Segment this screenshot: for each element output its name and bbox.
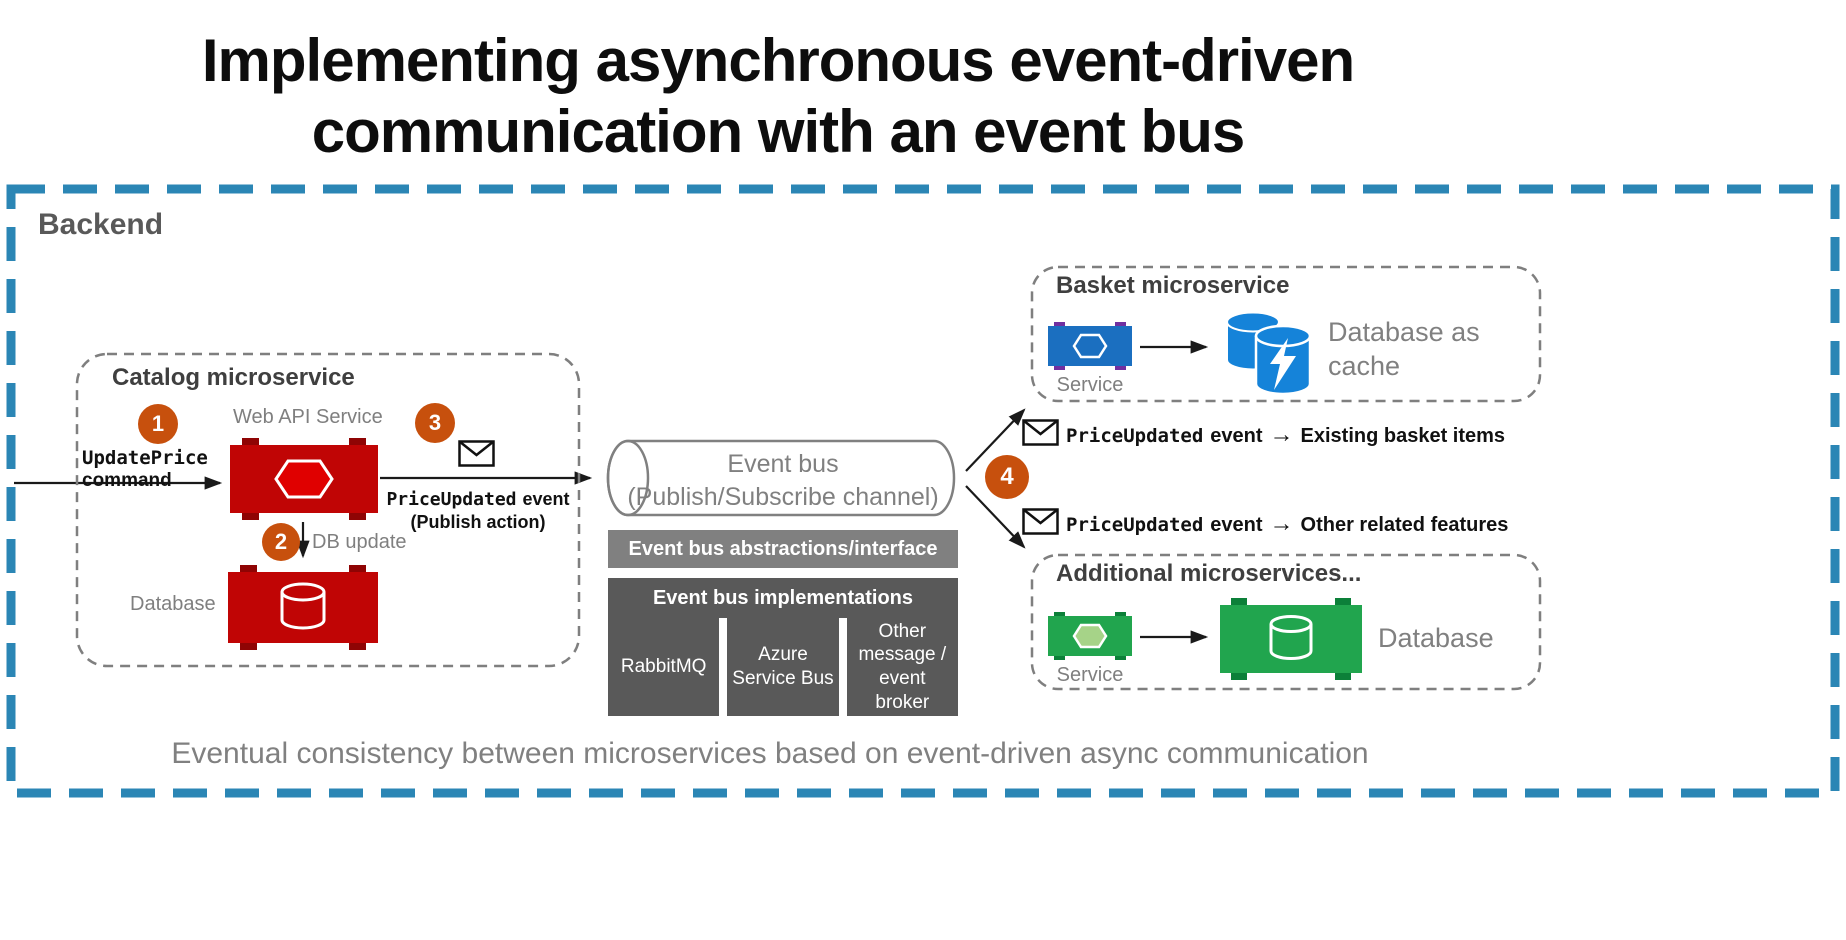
catalog-service-icon	[230, 438, 378, 520]
step-badge-3: 3	[415, 403, 455, 443]
event-bus-cylinder	[606, 439, 956, 517]
event-bus-abstractions-bar: Event bus abstractions/interface	[608, 530, 958, 568]
message-target: Existing basket items	[1300, 425, 1506, 447]
lightning-bolt-icon	[1270, 338, 1296, 390]
additional-title: Additional microservices...	[1056, 560, 1362, 587]
arrow-fanout-basket	[965, 408, 1026, 472]
step-badge-1: 1	[138, 404, 178, 444]
additional-service-label: Service	[1056, 664, 1124, 686]
hexagon-icon	[1072, 623, 1108, 649]
backend-region-border	[6, 184, 1840, 798]
implementations-columns: RabbitMQ Azure Service Bus Other message…	[608, 618, 958, 716]
catalog-database-icon	[228, 565, 378, 650]
basket-microservice-box	[1030, 265, 1542, 403]
page-title-line1: Implementing asynchronous event-driven	[201, 27, 1355, 94]
step-badge-2: 2	[262, 523, 300, 561]
price-updated-publish-label: PriceUpdated event (Publish action)	[378, 488, 578, 535]
fanout-message-basket: PriceUpdated event → Existing basket ite…	[1066, 421, 1505, 449]
publish-action-label: (Publish action)	[410, 512, 546, 533]
arrow-fanout-additional	[965, 485, 1026, 549]
envelope-icon	[1022, 508, 1059, 535]
database-cylinder-icon	[1269, 615, 1313, 660]
event-word: event	[522, 489, 570, 509]
additional-microservices-box	[1030, 553, 1542, 691]
right-arrow-icon: →	[1269, 510, 1294, 537]
event-bus-label: Event bus (Publish/Subscribe channel)	[618, 446, 948, 513]
update-price-command-label: UpdatePrice command	[82, 447, 208, 493]
page-title-line2: communication with an event bus	[311, 97, 1245, 165]
event-word: event	[1210, 514, 1263, 536]
db-update-label: DB update	[312, 531, 407, 553]
event-bus-label-line1: Event bus	[727, 450, 839, 478]
envelope-icon	[1022, 419, 1059, 446]
backend-label: Backend	[38, 208, 164, 241]
impl-column-rabbitmq: RabbitMQ	[608, 618, 720, 716]
event-word: event	[1210, 425, 1263, 447]
step-badge-4: 4	[985, 455, 1029, 499]
hexagon-icon	[274, 459, 334, 499]
price-updated-code: PriceUpdated	[386, 489, 517, 510]
price-updated-code: PriceUpdated	[1066, 514, 1204, 536]
command-word: command	[82, 469, 172, 491]
envelope-icon	[458, 440, 495, 467]
basket-service-label: Service	[1056, 374, 1124, 396]
footer-note: Eventual consistency between microservic…	[171, 737, 1369, 770]
fanout-message-additional: PriceUpdated event → Other related featu…	[1066, 510, 1508, 538]
page-title: Implementing asynchronous event-driven c…	[0, 26, 1556, 168]
event-bus-implementations-box: Event bus implementations RabbitMQ Azure…	[608, 578, 958, 716]
database-cylinder-icon	[280, 582, 326, 630]
message-target: Other related features	[1300, 514, 1509, 536]
right-arrow-icon: →	[1269, 421, 1294, 448]
price-updated-code: PriceUpdated	[1066, 425, 1204, 447]
catalog-database-label: Database	[130, 593, 216, 615]
basket-service-icon	[1048, 322, 1132, 370]
basket-database-label: Database as cache	[1328, 317, 1480, 381]
additional-database-label: Database	[1378, 623, 1494, 653]
web-api-service-label: Web API Service	[233, 406, 383, 428]
catalog-title: Catalog microservice	[112, 364, 355, 391]
update-price-code: UpdatePrice	[82, 447, 208, 469]
implementations-title: Event bus implementations	[608, 578, 958, 618]
additional-database-icon	[1220, 598, 1362, 680]
cache-database-icon	[1226, 311, 1312, 396]
basket-title: Basket microservice	[1056, 272, 1290, 299]
impl-column-azure-service-bus: Azure Service Bus	[727, 618, 839, 716]
hexagon-icon	[1072, 333, 1108, 359]
impl-column-other-broker: Other message / event broker	[846, 618, 958, 716]
catalog-microservice-box	[75, 352, 581, 668]
event-bus-label-line2: (Publish/Subscribe channel)	[627, 482, 939, 511]
additional-service-icon	[1048, 612, 1132, 660]
